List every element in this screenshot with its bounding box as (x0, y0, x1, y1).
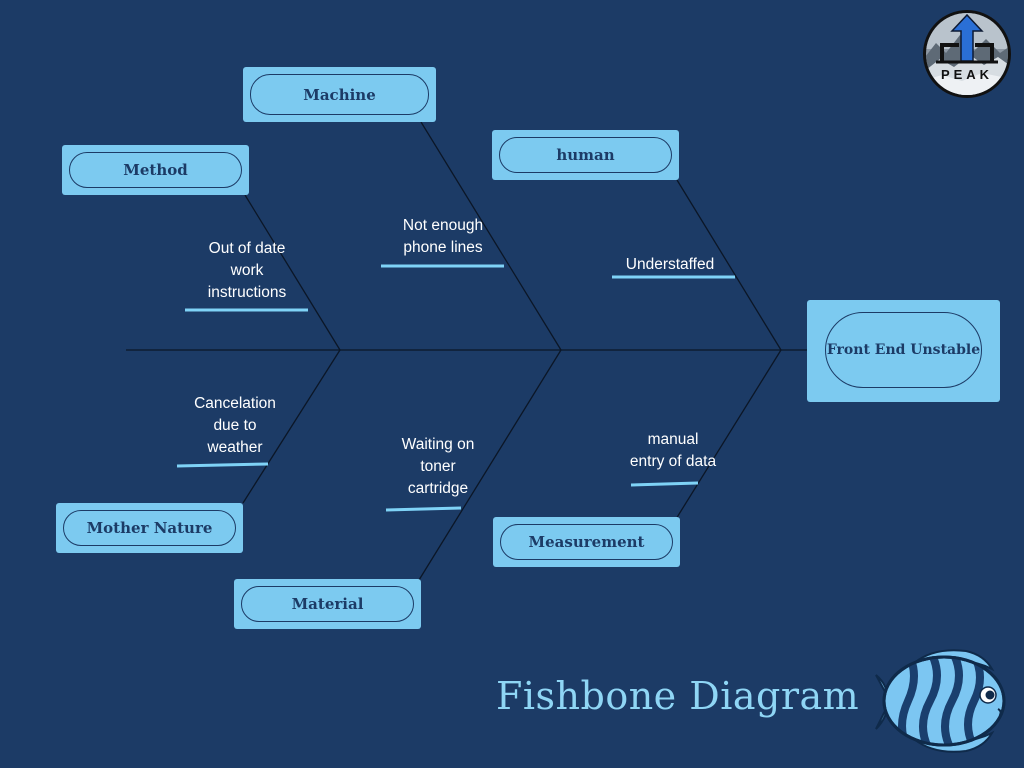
cause-text-machine: Not enough phone lines (402, 217, 484, 256)
category-box-material: Material (234, 579, 421, 629)
cause-text-method: Out of date work instructions (207, 240, 287, 301)
problem-head-box: Front End Unstable (807, 300, 1000, 402)
diagram-title: Fishbone Diagram (496, 674, 860, 718)
peak-logo-icon: PEAK (923, 10, 1011, 98)
peak-logo-text: PEAK (941, 67, 993, 82)
cause-text-material: Waiting on toner cartridge (401, 436, 475, 497)
category-label-human: human (499, 137, 672, 173)
fish-icon (875, 649, 1006, 753)
bone-measurement (675, 349, 782, 520)
bone-material (418, 349, 562, 581)
category-label-mother-nature: Mother Nature (63, 510, 236, 546)
category-box-method: Method (62, 145, 249, 195)
bone-human (676, 179, 782, 351)
category-box-human: human (492, 130, 679, 180)
cause-text-human: Understaffed (625, 256, 715, 273)
cause-underline-material (385, 506, 462, 512)
bone-method (244, 194, 341, 351)
bone-mother-nature (242, 349, 341, 504)
bone-machine (420, 121, 562, 351)
category-box-measurement: Measurement (493, 517, 680, 567)
problem-head-label: Front End Unstable (825, 312, 982, 388)
category-box-mother-nature: Mother Nature (56, 503, 243, 553)
cause-underline-measurement (630, 481, 699, 487)
cause-underline-mother-nature (176, 462, 269, 468)
category-label-material: Material (241, 586, 414, 622)
category-label-machine: Machine (250, 74, 429, 115)
cause-text-measurement: manual entry of data (629, 431, 717, 470)
cause-text-mother-nature: Cancelation due to weather (194, 395, 276, 456)
category-label-measurement: Measurement (500, 524, 673, 560)
category-box-machine: Machine (243, 67, 436, 122)
category-label-method: Method (69, 152, 242, 188)
